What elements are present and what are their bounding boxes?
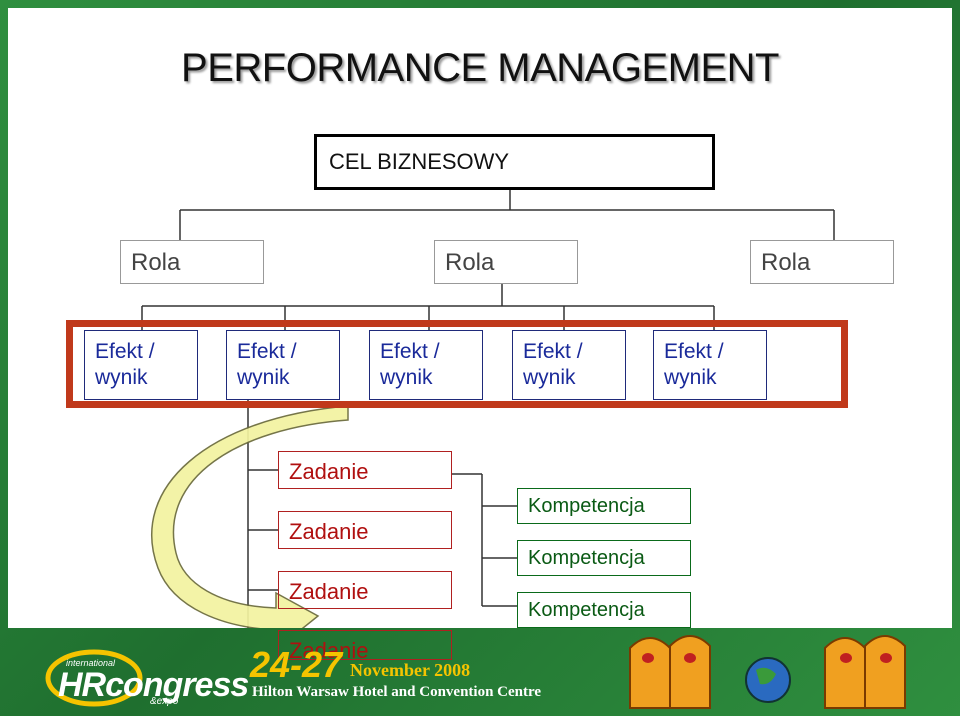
logo-international-text: international [66,658,116,668]
effect-box: Efekt / wynik [653,330,767,400]
role-box: Rola [120,240,264,284]
effect-box: Efekt / wynik [512,330,626,400]
role-box: Rola [750,240,894,284]
effect-box: Efekt / wynik [226,330,340,400]
competence-box: Kompetencja [517,488,691,524]
competence-box: Kompetencja [517,540,691,576]
business-goal-box: CEL BIZNESOWY [314,134,715,190]
event-dates: 24-27 [250,644,343,685]
task-box: Zadanie [278,451,452,489]
task-box: Zadanie [278,571,452,609]
logo-expo-text: &expo [150,696,179,707]
mascot-heads-icon [629,635,906,709]
event-month: November 2008 [350,660,471,680]
curved-arrow [151,405,349,628]
task-box: Zadanie [278,511,452,549]
logo-brand-text: HRcongress [58,666,249,704]
effect-box: Efekt / wynik [369,330,483,400]
footer-banner: international HRcongress &expo 24-27 Nov… [0,628,960,716]
role-box: Rola [434,240,578,284]
event-venue: Hilton Warsaw Hotel and Convention Centr… [252,684,542,700]
effect-box: Efekt / wynik [84,330,198,400]
competence-box: Kompetencja [517,592,691,628]
hr-congress-logo-icon [45,649,143,707]
slide-title: PERFORMANCE MANAGEMENT [181,46,779,90]
slide-canvas: PERFORMANCE MANAGEMENT [8,8,952,663]
connector-lines [141,190,835,628]
effects-highlight-frame [66,320,848,408]
task-box: Zadanie [278,630,452,663]
